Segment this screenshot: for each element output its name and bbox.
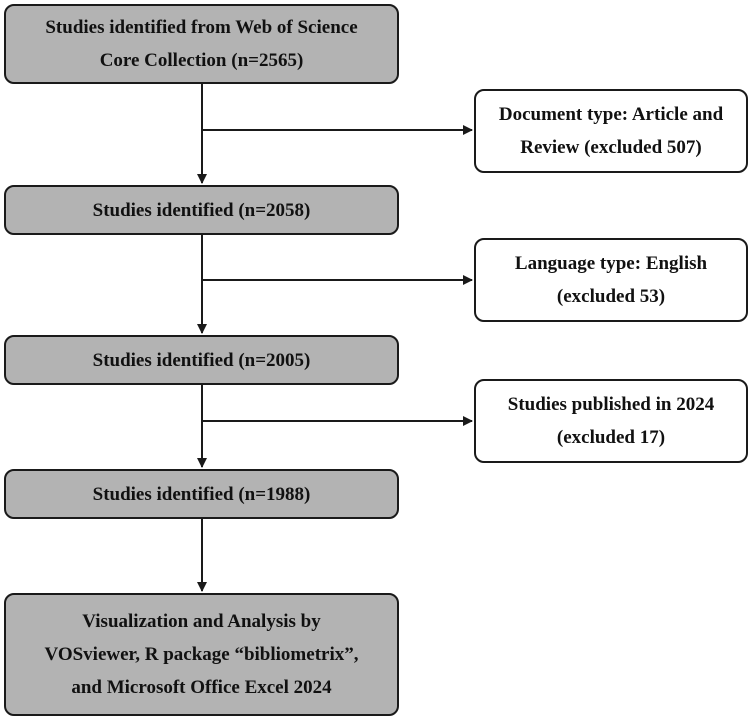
- exclusion-box-document-type: Document type: Article and Review (exclu…: [474, 89, 748, 173]
- step-box-2005: Studies identified (n=2005): [4, 335, 399, 385]
- step-box-2005-text: Studies identified (n=2005): [92, 349, 311, 371]
- step-box-2058: Studies identified (n=2058): [4, 185, 399, 235]
- step-box-1988: Studies identified (n=1988): [4, 469, 399, 519]
- exclusion-box-document-type-line-1: Document type: Article and: [498, 104, 724, 125]
- step-box-initial: Studies identified from Web of Science C…: [4, 4, 399, 84]
- exclusion-box-published-2024: Studies published in 2024 (excluded 17): [474, 379, 748, 463]
- exclusion-box-language-line-2: (excluded 53): [556, 286, 666, 307]
- step-box-initial-line-1: Studies identified from Web of Science: [45, 17, 358, 38]
- exclusion-box-published-2024-line-2: (excluded 17): [556, 427, 666, 448]
- final-analysis-line-2: VOSviewer, R package “bibliometrix”,: [44, 644, 359, 665]
- exclusion-box-published-2024-line-1: Studies published in 2024: [507, 394, 715, 415]
- final-analysis-box: Visualization and Analysis by VOSviewer,…: [4, 593, 399, 716]
- final-analysis-line-3: and Microsoft Office Excel 2024: [71, 677, 332, 698]
- exclusion-box-language: Language type: English (excluded 53): [474, 238, 748, 322]
- step-box-1988-text: Studies identified (n=1988): [92, 483, 311, 505]
- exclusion-box-document-type-line-2: Review (excluded 507): [520, 137, 702, 158]
- step-box-2058-text: Studies identified (n=2058): [92, 199, 311, 221]
- step-box-initial-line-2: Core Collection (n=2565): [99, 50, 304, 71]
- exclusion-box-language-line-1: Language type: English: [514, 253, 708, 274]
- final-analysis-line-1: Visualization and Analysis by: [82, 611, 321, 632]
